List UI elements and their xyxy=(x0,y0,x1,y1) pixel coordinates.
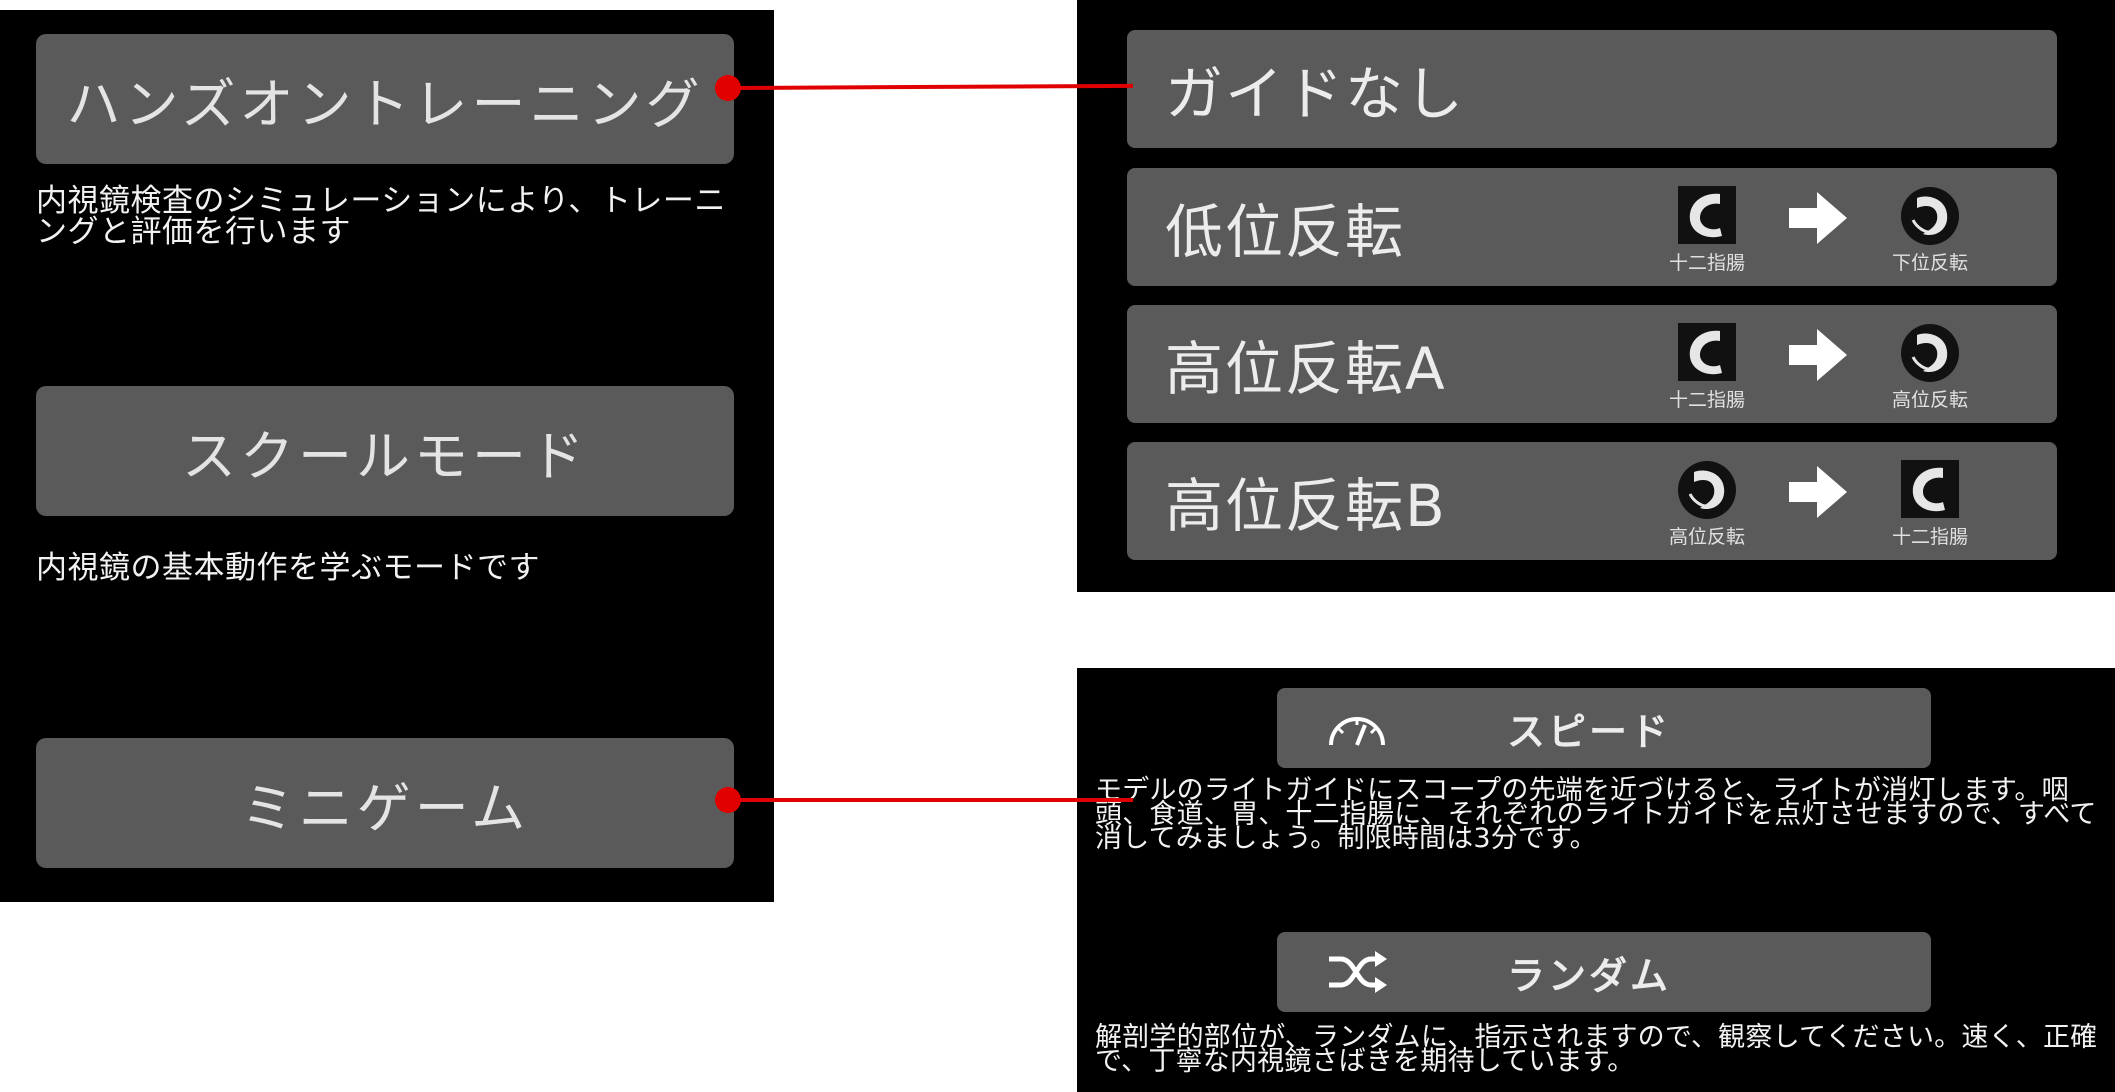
shuffle-icon xyxy=(1329,951,1387,993)
high-retroflex-b-button[interactable]: 高位反転B 高位反転 十二指腸 xyxy=(1127,442,2057,560)
arrow-right-icon xyxy=(1789,329,1847,381)
low-retroflex-label: 低位反転 xyxy=(1165,198,1406,266)
high-retroflex-a-to-caption: 高位反転 xyxy=(1891,389,1968,411)
school-mode-description: 内視鏡の基本動作を学ぶモードです xyxy=(36,550,540,586)
stomach-icon: 高位反転 xyxy=(1662,460,1752,549)
hands-on-training-label: ハンズオントレーニング xyxy=(66,72,704,136)
low-retroflex-button[interactable]: 低位反転 十二指腸 下位反転 xyxy=(1127,168,2057,286)
hands-on-training-button[interactable]: ハンズオントレーニング xyxy=(36,34,734,164)
school-mode-label: スクールモード xyxy=(182,424,588,488)
stomach-icon: 下位反転 xyxy=(1885,186,1975,275)
high-retroflex-a-label: 高位反転A xyxy=(1165,335,1447,403)
school-mode-button[interactable]: スクールモード xyxy=(36,386,734,516)
connector-line-hands-on xyxy=(727,83,1134,90)
minigame-label: ミニゲーム xyxy=(240,776,530,840)
main-menu-panel: ハンズオントレーニング 内視鏡検査のシミュレーションにより、トレーニングと評価を… xyxy=(0,10,774,902)
random-description: 解剖学的部位が、ランダムに、指示されますので、観察してください。速く、正確で、丁… xyxy=(1095,1022,2098,1077)
duodenum-icon: 十二指腸 xyxy=(1662,323,1752,412)
random-button[interactable]: ランダム xyxy=(1277,932,1931,1012)
arrow-right-icon xyxy=(1789,192,1847,244)
guide-none-button[interactable]: ガイドなし xyxy=(1127,30,2057,148)
high-retroflex-a-from-caption: 十二指腸 xyxy=(1668,389,1745,411)
guide-none-label: ガイドなし xyxy=(1165,60,1466,128)
guide-select-panel: ガイドなし 低位反転 十二指腸 下位反転 高位反転A xyxy=(1077,0,2115,592)
connector-dot-hands-on xyxy=(715,75,741,101)
random-label: ランダム xyxy=(1507,953,1672,998)
speed-button[interactable]: スピード xyxy=(1277,688,1931,768)
low-retroflex-from-caption: 十二指腸 xyxy=(1668,252,1745,274)
arrow-right-icon xyxy=(1789,466,1847,518)
duodenum-icon: 十二指腸 xyxy=(1885,460,1975,549)
high-retroflex-b-from-caption: 高位反転 xyxy=(1668,526,1745,548)
stomach-icon: 高位反転 xyxy=(1885,323,1975,412)
minigame-button[interactable]: ミニゲーム xyxy=(36,738,734,868)
speedometer-icon xyxy=(1329,717,1385,746)
high-retroflex-a-button[interactable]: 高位反転A 十二指腸 高位反転 xyxy=(1127,305,2057,423)
duodenum-icon: 十二指腸 xyxy=(1662,186,1752,275)
high-retroflex-b-label: 高位反転B xyxy=(1165,472,1447,540)
connector-dot-minigame xyxy=(715,787,741,813)
high-retroflex-b-to-caption: 十二指腸 xyxy=(1891,526,1968,548)
speed-description: モデルのライトガイドにスコープの先端を近づけると、ライトが消灯します。咽頭、食道… xyxy=(1095,775,2097,854)
hands-on-training-description: 内視鏡検査のシミュレーションにより、トレーニングと評価を行います xyxy=(36,183,726,250)
low-retroflex-to-caption: 下位反転 xyxy=(1891,252,1968,274)
connector-line-minigame xyxy=(728,798,1133,802)
speed-label: スピード xyxy=(1507,709,1672,754)
minigame-select-panel: スピード モデルのライトガイドにスコープの先端を近づけると、ライトが消灯します。… xyxy=(1077,668,2115,1092)
